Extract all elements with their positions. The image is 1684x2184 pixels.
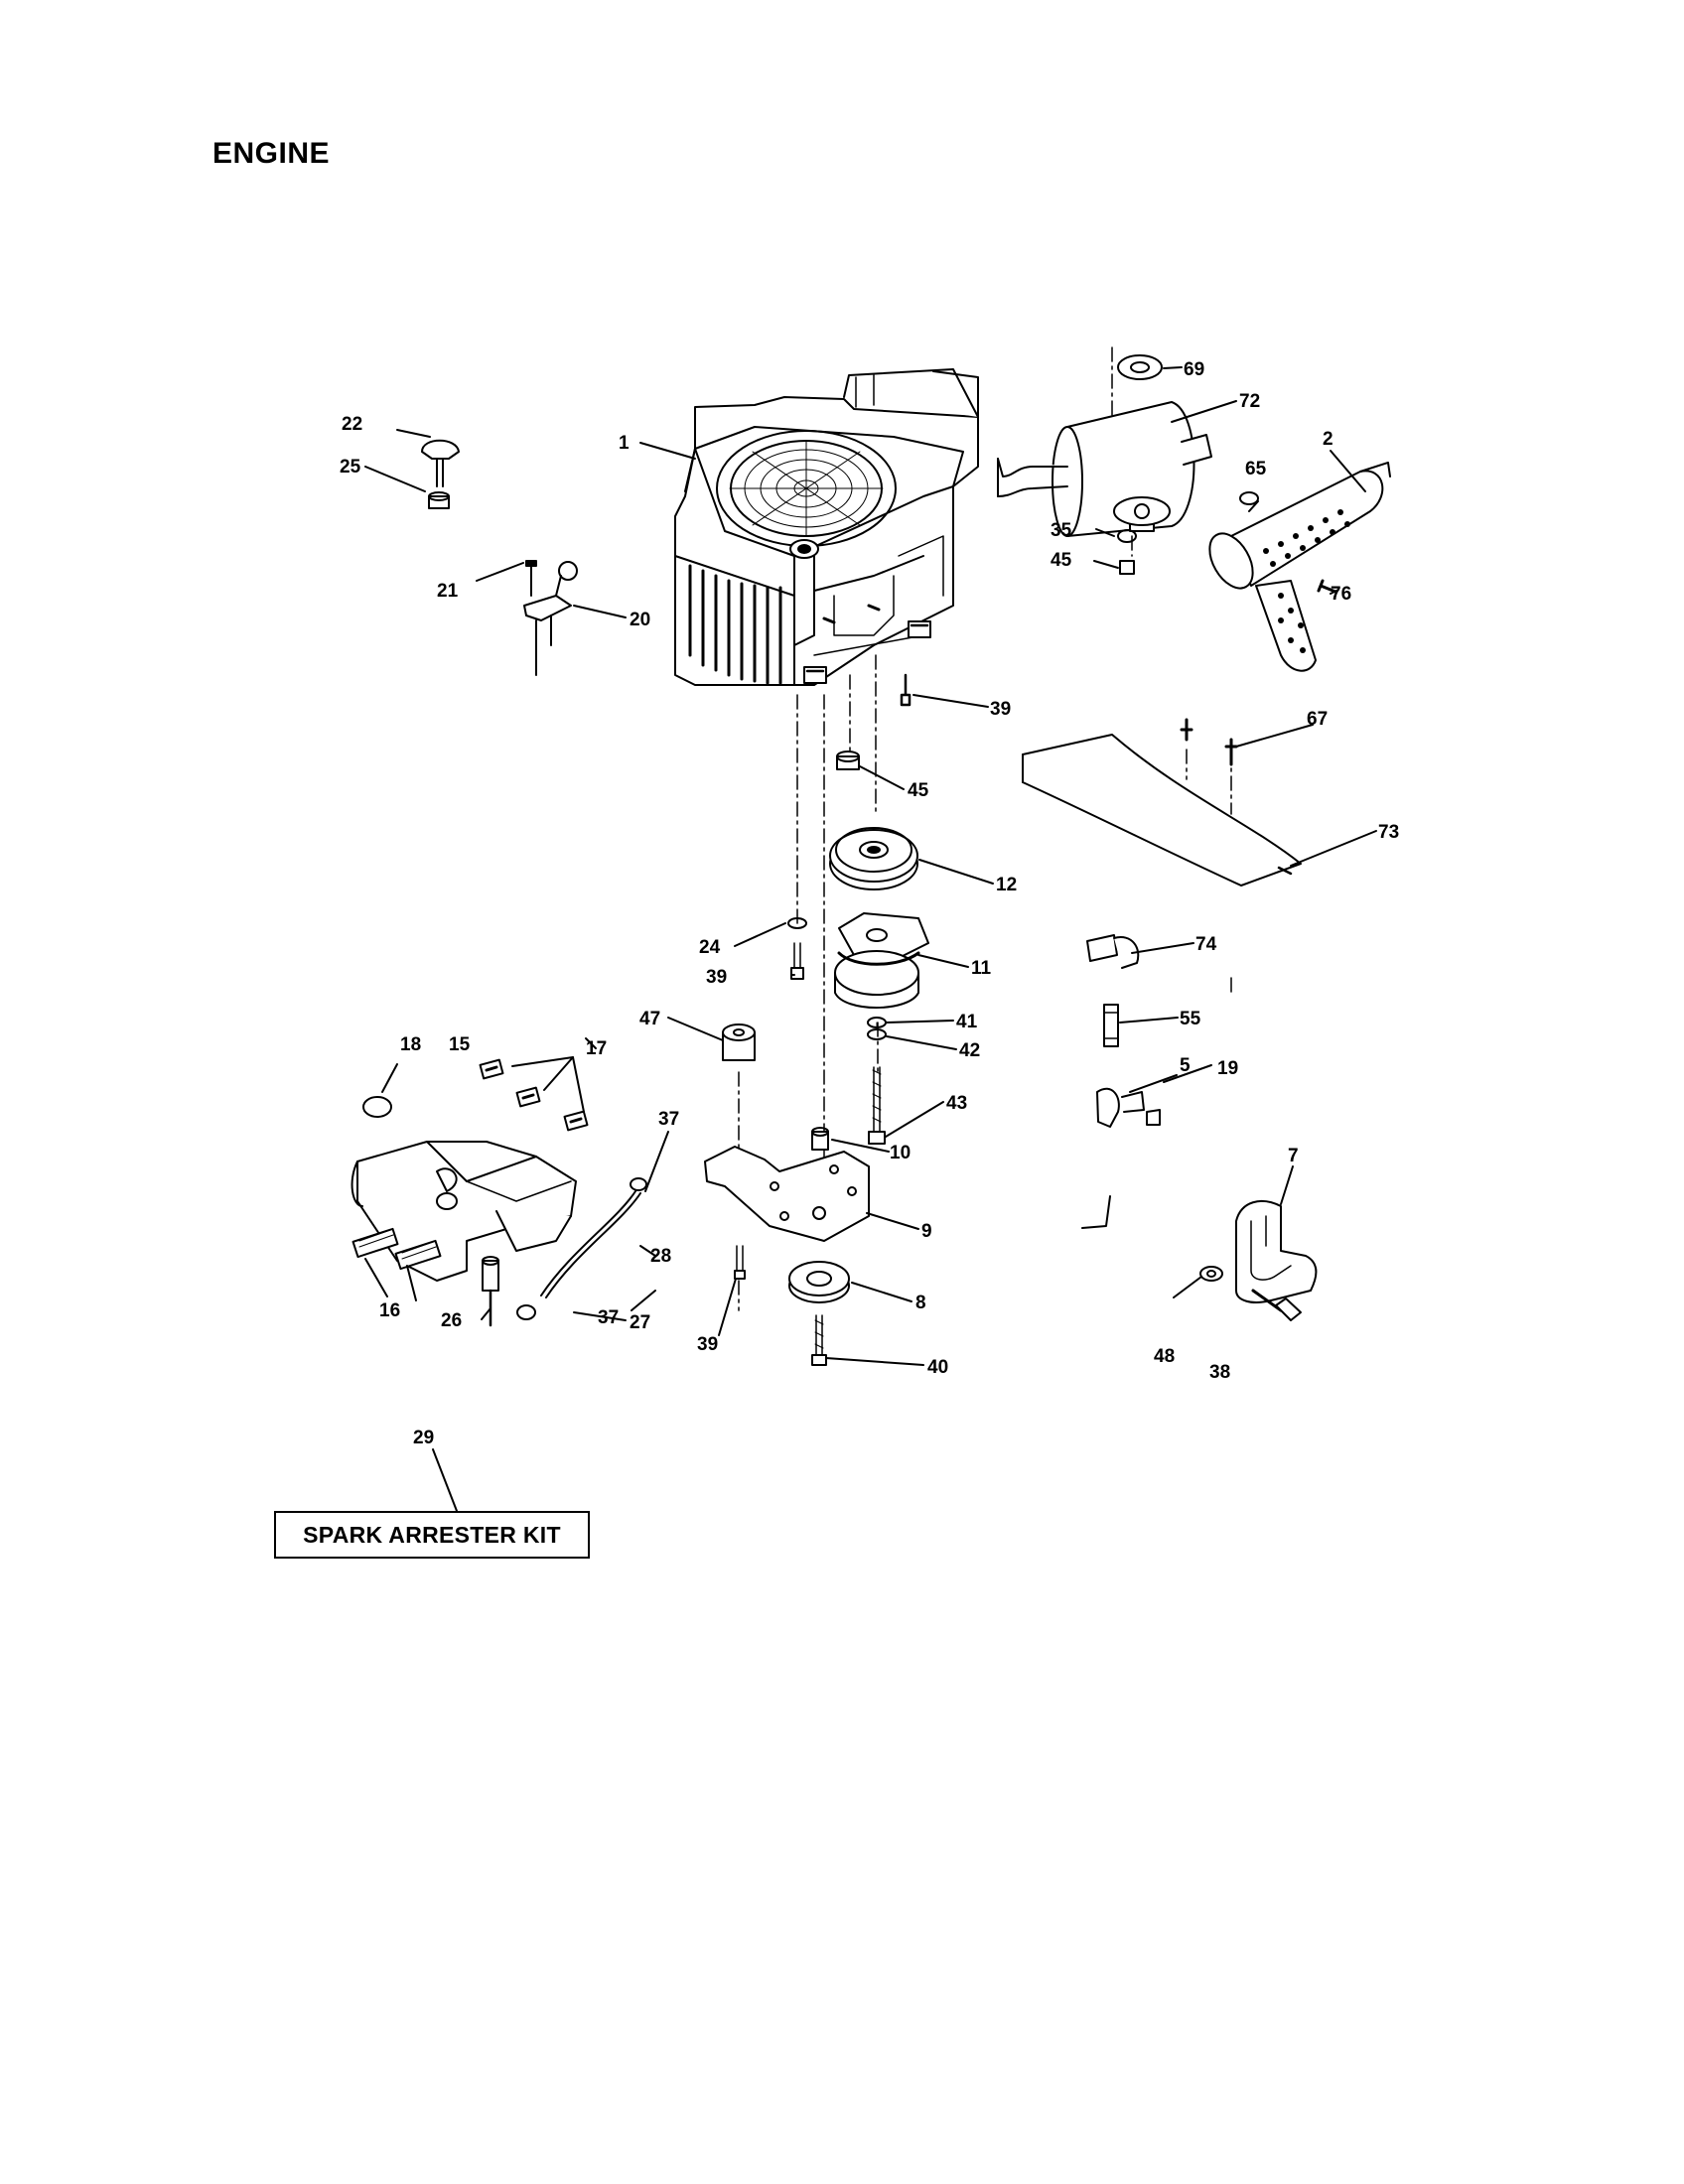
spark-arrester-screen [1208, 462, 1391, 672]
callout-7: 7 [1288, 1146, 1299, 1166]
bolt-43 [868, 1066, 886, 1145]
engine-block [674, 368, 979, 686]
callout-27: 27 [630, 1312, 650, 1333]
callout-39-lower: 39 [697, 1334, 718, 1355]
callout-26: 26 [441, 1310, 462, 1331]
knob-22 [421, 439, 460, 487]
bracket-9 [704, 1146, 870, 1242]
heat-shield [1022, 718, 1302, 887]
callout-37-upper: 37 [658, 1109, 679, 1130]
callout-55: 55 [1180, 1009, 1201, 1029]
callout-25: 25 [340, 457, 361, 478]
mount-bolt-39-right [900, 673, 912, 707]
bracket-7 [1199, 1200, 1318, 1321]
callout-numbers: 1 2 5 7 8 9 10 11 12 15 16 17 18 19 20 2… [340, 359, 1399, 1448]
callout-45-right: 45 [1051, 550, 1072, 571]
assembly-center-lines [738, 346, 1232, 1311]
page-title: ENGINE [212, 137, 331, 170]
bolt-39-lower [734, 1245, 746, 1280]
fuel-line-parts [482, 1177, 647, 1327]
callout-42: 42 [959, 1040, 980, 1061]
oil-drain-parts [1086, 934, 1161, 1128]
callout-72: 72 [1239, 391, 1260, 412]
throttle-bracket-20 [523, 561, 578, 676]
callout-11: 11 [971, 958, 992, 979]
washers-41-42 [867, 1017, 887, 1040]
callout-21: 21 [437, 581, 459, 602]
callout-10: 10 [890, 1143, 911, 1163]
callout-17: 17 [586, 1038, 607, 1059]
callout-39-right: 39 [990, 699, 1011, 720]
callout-76: 76 [1331, 584, 1351, 605]
callout-40: 40 [927, 1357, 948, 1378]
callout-9: 9 [921, 1221, 932, 1242]
callout-1: 1 [619, 433, 630, 454]
callout-19: 19 [1217, 1058, 1238, 1079]
callout-67: 67 [1307, 709, 1328, 730]
callout-69: 69 [1184, 359, 1204, 380]
pads-16 [351, 1227, 442, 1271]
bolt-39-left [790, 942, 804, 980]
spark-arrester-kit-label: SPARK ARRESTER KIT [274, 1511, 590, 1559]
callout-18: 18 [400, 1034, 421, 1055]
callout-65: 65 [1245, 459, 1267, 479]
callout-35: 35 [1051, 520, 1072, 541]
cover-bracket-15 [351, 1141, 577, 1282]
electric-clutch-11 [834, 912, 929, 1009]
pads-17 [479, 1058, 589, 1132]
callout-41: 41 [956, 1012, 978, 1032]
callout-20: 20 [630, 610, 650, 630]
callout-73: 73 [1378, 822, 1399, 843]
cap-18 [362, 1096, 392, 1118]
idler-pulley-8 [788, 1261, 850, 1303]
callout-2: 2 [1323, 429, 1333, 450]
callout-38: 38 [1209, 1362, 1230, 1383]
callout-48: 48 [1154, 1346, 1175, 1367]
callout-39-left: 39 [706, 967, 727, 988]
callout-43: 43 [946, 1093, 967, 1114]
callout-22: 22 [342, 414, 362, 435]
callout-15: 15 [449, 1034, 471, 1055]
screw-21 [525, 560, 537, 597]
nut-45-center [836, 751, 860, 770]
muffler-hardware [1117, 491, 1337, 594]
spacer-47 [722, 1024, 756, 1061]
callout-47: 47 [639, 1009, 660, 1029]
callout-5: 5 [1180, 1055, 1191, 1076]
spacer-10 [811, 1127, 829, 1151]
callout-16: 16 [379, 1300, 400, 1321]
callout-37-lower: 37 [598, 1307, 619, 1328]
callout-29: 29 [413, 1428, 434, 1448]
callout-74: 74 [1195, 934, 1217, 955]
leader-lines [364, 366, 1377, 1512]
callout-24: 24 [699, 937, 721, 958]
callout-45-center: 45 [908, 780, 929, 801]
muffler [997, 401, 1212, 537]
callout-12: 12 [996, 875, 1017, 895]
callout-28: 28 [650, 1246, 671, 1267]
pulley-12 [829, 827, 918, 890]
exhaust-gasket [1117, 354, 1163, 380]
callout-8: 8 [915, 1293, 926, 1313]
bolt-40 [811, 1314, 827, 1366]
nut-25 [428, 491, 450, 509]
washer-24 [787, 917, 807, 929]
